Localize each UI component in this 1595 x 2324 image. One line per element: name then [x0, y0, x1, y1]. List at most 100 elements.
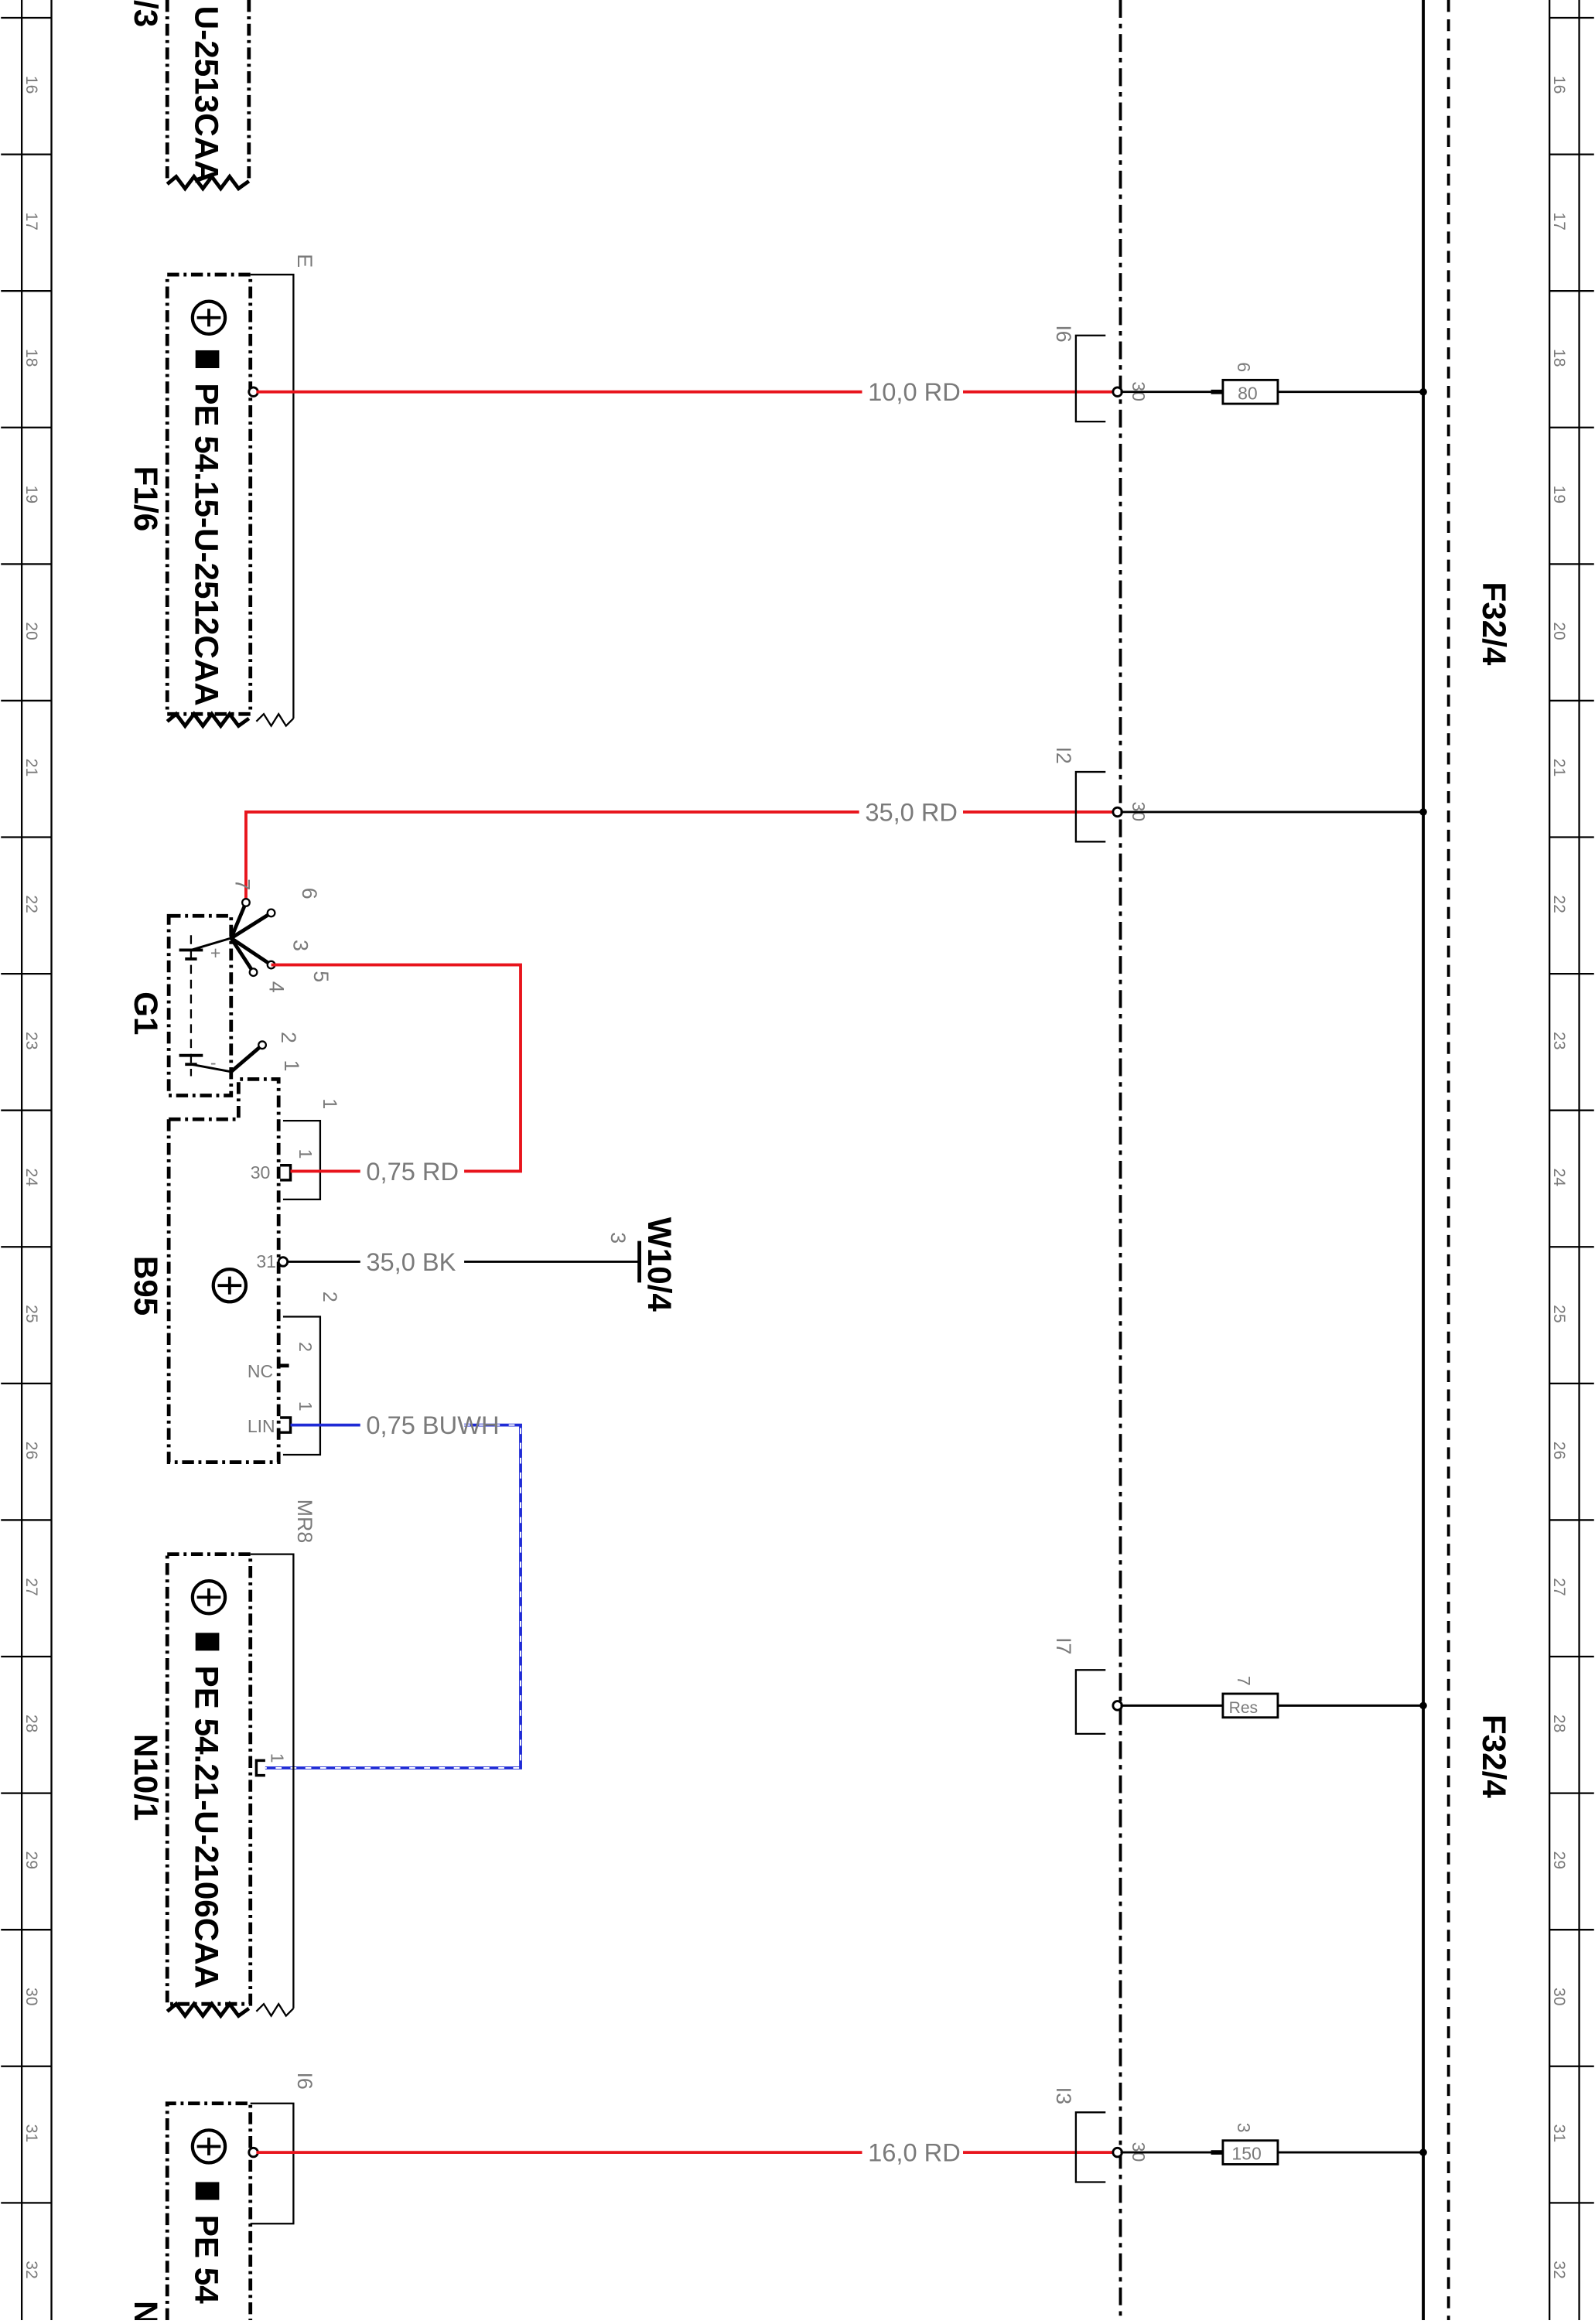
fuse-7: Res 7	[1120, 1676, 1427, 1719]
g1-pin-6: 6	[298, 888, 321, 899]
wire-label-35-bk: 35,0 BK	[366, 1247, 456, 1276]
g1-battery: + - 7 6 3 5 4 2 1 G1	[128, 879, 333, 1097]
n10-1-doc: PE 54.21-U-2106CAA	[189, 1666, 225, 1989]
g1-pin-7: 7	[231, 879, 254, 890]
b95-pin-30: 30	[251, 1162, 271, 1182]
b95-sub-1a: 1	[295, 1149, 316, 1159]
top-partial-code: U-2513CAA	[189, 6, 225, 184]
w10-4-pin: 3	[606, 1232, 630, 1244]
grid-row-label-left: 30	[22, 1988, 40, 2005]
grid-row-label-left: 27	[22, 1578, 40, 1595]
n10-1-component: PE 54.21-U-2106CAA N10/1 MR8 1	[128, 1500, 316, 2019]
b95-conn-2: 2	[319, 1292, 340, 1302]
w10-4-ground: 3 W10/4	[606, 1217, 678, 1312]
f1-6-component: PE 54.15-U-2512CAA F1/6 E	[128, 254, 316, 729]
n10-1-pin-label: MR8	[293, 1500, 316, 1544]
grid-row-label-right: 21	[1550, 759, 1568, 776]
g1-pin-2: 2	[277, 1032, 300, 1043]
fuse-value-80: 80	[1238, 383, 1258, 403]
grid-row-label-right: 24	[1550, 1169, 1568, 1187]
grid-row-label-left: 19	[22, 486, 40, 503]
b95-pin-nc: NC	[248, 1361, 273, 1381]
fuse-value-res: Res	[1229, 1699, 1259, 1717]
fuse-number-3: 3	[1234, 2123, 1254, 2133]
bottom-partial-ref: N	[128, 2301, 164, 2320]
n10-1-ref: N10/1	[128, 1734, 164, 1821]
wire-35-rd: 35,0 RD	[244, 797, 1116, 903]
connector-I7: I7	[1052, 1637, 1123, 1735]
grid-row-label-left: 20	[22, 622, 40, 640]
grid-row-label-left: 25	[22, 1305, 40, 1322]
wire-label-075-buwh: 0,75 BUWH	[366, 1411, 499, 1439]
grid-row-label-right: 27	[1550, 1578, 1568, 1595]
grid-right	[1549, 0, 1580, 2320]
b95-component: B95 30 31 NC LIN 1 1 2 2 1	[128, 1077, 340, 1464]
f32-4-label-b: F32/4	[1476, 1715, 1512, 1798]
fuse-number-6: 6	[1234, 362, 1254, 372]
wire-label-075-rd: 0,75 RD	[366, 1157, 459, 1186]
ground-transistor-icon	[190, 299, 227, 336]
top-partial-ref: /3	[128, 0, 164, 27]
bottom-partial-component: PE 54 N I6	[128, 2072, 316, 2324]
b95-conn-1: 1	[319, 1098, 340, 1109]
grid-row-label-left: 16	[22, 76, 40, 94]
connector-label-I3: I3	[1052, 2087, 1075, 2104]
grid-row-label-left: 32	[22, 2261, 40, 2278]
grid-row-label-left: 31	[22, 2124, 40, 2142]
connector-label-I7: I7	[1052, 1637, 1075, 1654]
b95-pin-31: 31	[256, 1251, 276, 1271]
wire-16-rd: 16,0 RD	[256, 2138, 1116, 2167]
grid-row-label-left: 23	[22, 1032, 40, 1049]
fuse-3: 150 3	[1120, 2123, 1427, 2165]
f1-6-doc: PE 54.15-U-2512CAA	[189, 383, 225, 706]
grid-row-label-left: 29	[22, 1851, 40, 1868]
ground-transistor-icon-n10	[190, 1579, 227, 1616]
g1-minus: -	[210, 1053, 217, 1073]
b95-sub-2: 2	[295, 1342, 316, 1352]
g1-ref: G1	[128, 991, 164, 1035]
grid-row-label-right: 19	[1550, 486, 1568, 503]
connector-I3: I3 30	[1052, 2087, 1149, 2183]
wire-075-rd: 0,75 RD	[271, 963, 522, 1186]
g1-pin-3: 3	[289, 940, 312, 951]
wire-35-bk: 35,0 BK	[287, 1247, 640, 1276]
grid-row-label-right: 20	[1550, 622, 1568, 640]
hand-pointer-icon-n10	[195, 1633, 220, 1651]
ground-transistor-icon-b95	[211, 1267, 248, 1304]
connector-I6-top: I6 30	[1052, 325, 1149, 423]
grid-row-label-left: 22	[22, 895, 40, 913]
fuse-value-150: 150	[1231, 2144, 1261, 2164]
top-partial-component: U-2513CAA /3	[128, 0, 251, 192]
grid-row-label-left: 18	[22, 349, 40, 367]
grid-row-label-right: 25	[1550, 1305, 1568, 1322]
grid-row-label-right: 31	[1550, 2124, 1568, 2142]
grid-row-label-left: 17	[22, 212, 40, 230]
hand-pointer-icon-bottom	[195, 2182, 220, 2200]
g1-pin-4: 4	[265, 981, 289, 993]
grid-row-label-right: 16	[1550, 76, 1568, 94]
g1-pin-5: 5	[309, 971, 333, 982]
f32-4-label-a: F32/4	[1476, 582, 1512, 665]
b95-pin-lin: LIN	[248, 1416, 275, 1436]
g1-pin-1: 1	[280, 1060, 303, 1071]
n10-1-conn-pin: 1	[268, 1753, 288, 1763]
grid-row-label-right: 23	[1550, 1032, 1568, 1049]
f1-6-ref: F1/6	[128, 466, 164, 531]
grid-row-label-left: 28	[22, 1715, 40, 1732]
ground-transistor-icon-bottom	[190, 2128, 227, 2165]
fuse-6: 80 6	[1120, 362, 1427, 405]
w10-4-ref: W10/4	[641, 1217, 678, 1312]
grid-left	[20, 0, 53, 2320]
grid-row-label-right: 22	[1550, 895, 1568, 913]
grid-ticks	[1, 16, 1594, 2204]
bottom-partial-doc: PE 54	[189, 2215, 225, 2305]
f1-6-pin-label: E	[293, 254, 316, 268]
connector-I2: I2 30	[1052, 746, 1427, 843]
grid-row-label-right: 18	[1550, 349, 1568, 367]
grid-row-label-right: 28	[1550, 1715, 1568, 1732]
grid-row-label-left: 21	[22, 759, 40, 776]
grid-row-label-right: 17	[1550, 212, 1568, 230]
b95-sub-1c: 1	[295, 1401, 316, 1411]
